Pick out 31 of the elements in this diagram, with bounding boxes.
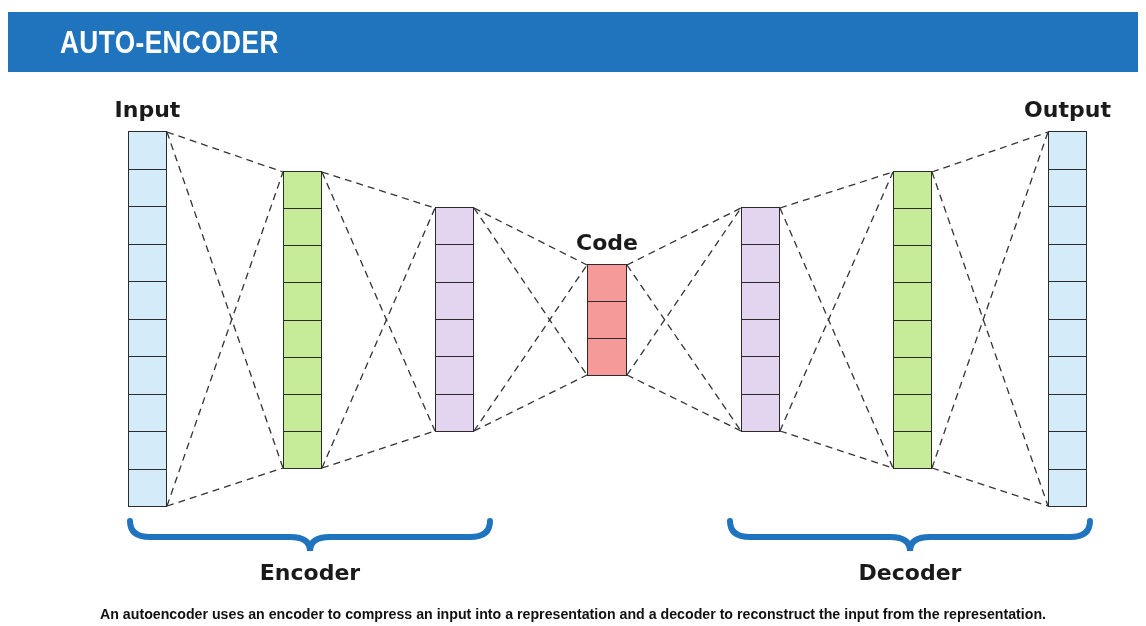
connector-line (626, 207, 742, 266)
connector-line (166, 467, 284, 507)
layer-label: Output (1024, 97, 1111, 122)
connector-line (166, 131, 284, 469)
layer-bar (435, 207, 474, 432)
layer-label: Input (114, 97, 181, 122)
group-label: Decoder (857, 560, 963, 585)
connector-line (931, 171, 1049, 507)
connector-line (473, 207, 588, 266)
connector-line (321, 171, 436, 432)
connector-line (931, 131, 1049, 173)
layer-bar (893, 171, 932, 469)
connector-line (931, 467, 1049, 507)
connector-line (321, 207, 436, 469)
layer-bar (283, 171, 322, 469)
connector-line (473, 374, 588, 432)
layer-label: Code (576, 230, 638, 255)
connector-line (779, 171, 894, 432)
group-label: Encoder (258, 560, 362, 585)
connector-line (931, 131, 1049, 469)
layer-bar (741, 207, 780, 432)
connector-line (626, 374, 742, 432)
connector-line (166, 131, 284, 173)
connector-line (473, 264, 588, 432)
title: AUTO-ENCODER (60, 23, 279, 61)
connector-line (779, 207, 894, 469)
caption: An autoencoder uses an encoder to compress an input into a representation and a decoder to reconstruct the input from the representation. (99, 606, 1047, 622)
connector-line (166, 171, 284, 507)
connector-line (626, 207, 742, 376)
connector-line (473, 207, 588, 376)
connector-line (626, 264, 742, 432)
